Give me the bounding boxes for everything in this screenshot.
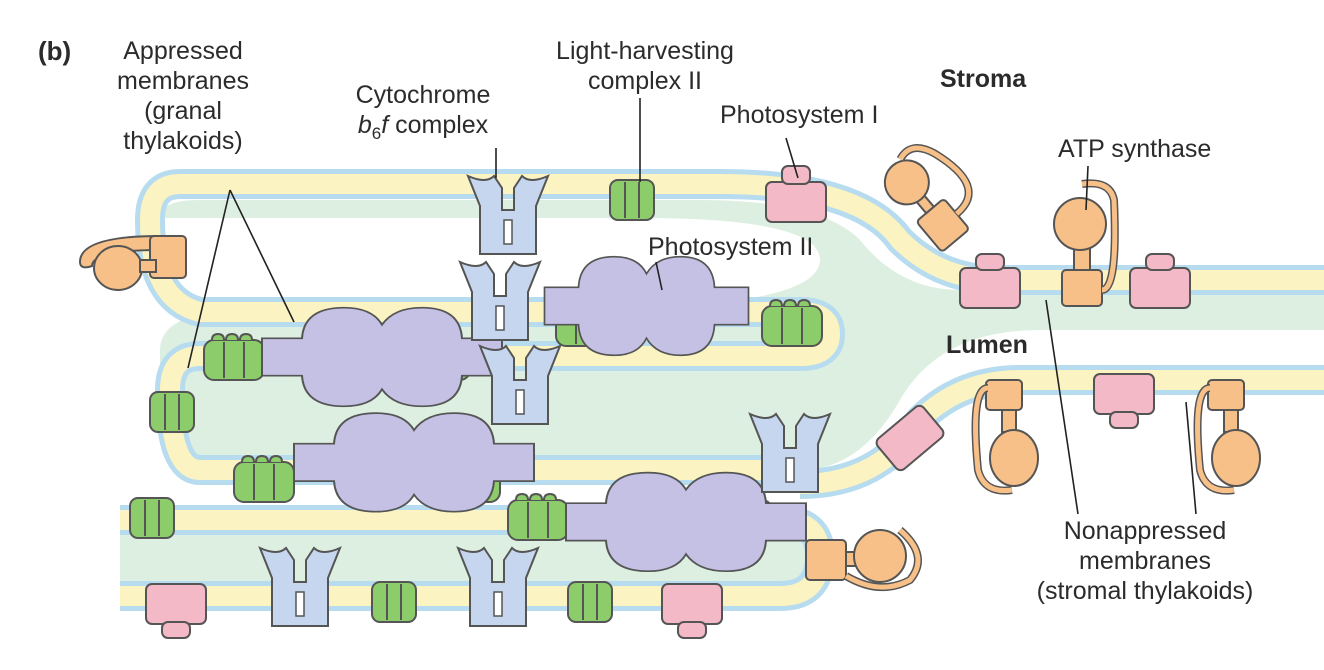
cytochrome-b: b <box>357 111 372 139</box>
appressed-label: Appressed membranes (granal thylakoids) <box>88 36 278 156</box>
nonappressed-line-3: (stromal thylakoids) <box>1036 577 1254 605</box>
cytochrome-label: Cytochrome b6f complex <box>338 80 508 149</box>
atp-synthase-lumen-2 <box>1193 379 1261 495</box>
cytochrome-line-2: b6f complex <box>338 110 508 149</box>
nonappressed-line-2: membranes <box>1079 547 1211 575</box>
appressed-line-3: (granal <box>144 97 222 125</box>
atp-synthase-left <box>78 234 187 291</box>
lhc-line-1: Light-harvesting <box>556 37 734 65</box>
cytochrome-line-1: Cytochrome <box>355 81 491 109</box>
lhc-line-2: complex II <box>588 67 702 95</box>
cytochrome-rest: complex <box>388 111 489 139</box>
atp-synthase-label: ATP synthase <box>1058 135 1212 163</box>
cytochrome-f: f <box>381 111 389 139</box>
atp-synthase-lumen-1 <box>971 379 1039 495</box>
lumen-label: Lumen <box>946 331 1028 359</box>
appressed-line-1: Appressed <box>123 37 243 65</box>
nonappressed-line-1: Nonappressed <box>1063 517 1227 545</box>
appressed-line-2: membranes <box>117 67 249 95</box>
atp-synthase-group <box>78 144 1261 592</box>
stroma-label: Stroma <box>940 65 1027 93</box>
atp-synthase-top <box>883 144 973 252</box>
photosystem-i-label: Photosystem I <box>720 101 879 129</box>
nonappressed-label: Nonappressed membranes (stromal thylakoi… <box>1000 516 1290 606</box>
photosystem-i-group <box>145 165 1191 639</box>
appressed-line-4: thylakoids) <box>123 127 243 155</box>
lhc-label: Light-harvesting complex II <box>550 36 740 96</box>
panel-label: (b) <box>38 36 72 66</box>
cytochrome-sub: 6 <box>371 124 382 143</box>
leader-lines <box>187 98 1197 515</box>
atp-synthase-stroma <box>1053 179 1119 307</box>
atp-synthase-lower <box>805 526 922 592</box>
photosystem-ii-label: Photosystem II <box>648 233 814 261</box>
